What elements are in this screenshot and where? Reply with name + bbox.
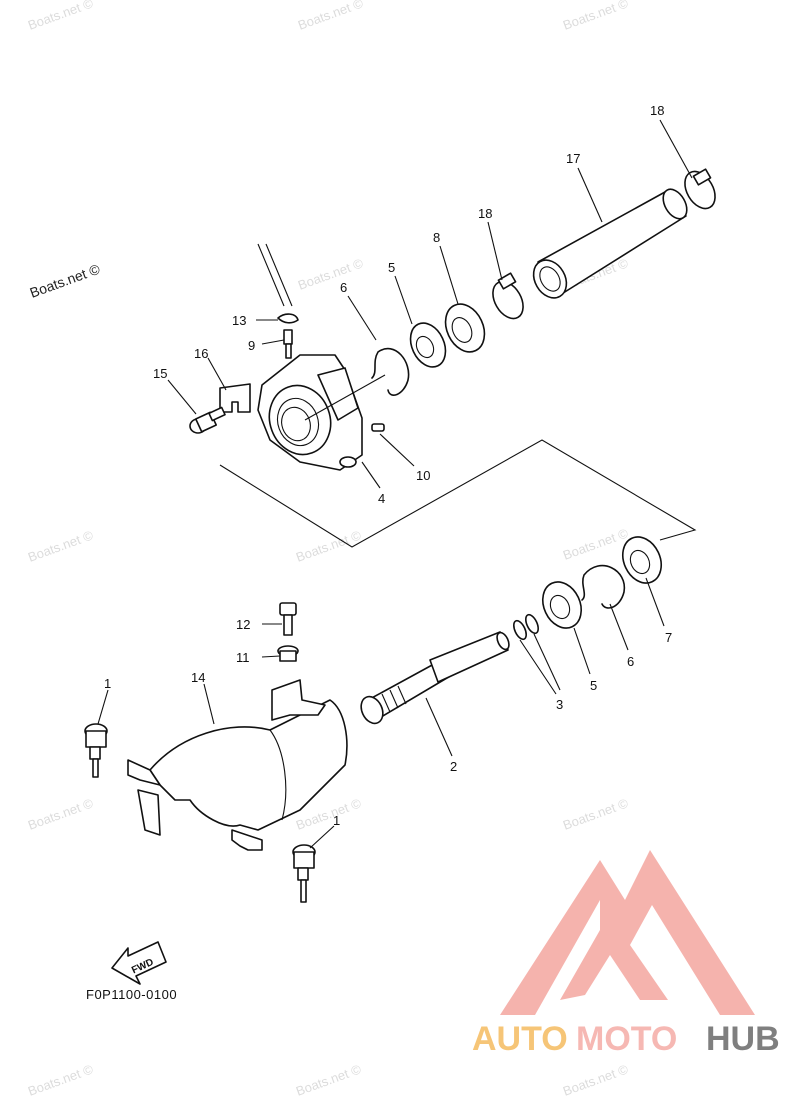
watermark: Boats.net ©	[296, 255, 366, 293]
grommet-part-1-right	[292, 844, 316, 903]
assembly-frame	[219, 439, 697, 548]
callout-11: 11	[236, 650, 250, 665]
clamp-part-18-top	[684, 168, 716, 210]
diagram-code: F0P1100-0100	[86, 987, 177, 1002]
watermark: Boats.net ©	[561, 795, 631, 833]
callout-8: 8	[433, 230, 440, 245]
bolt-part-12	[279, 602, 297, 636]
grommet-part-1-left	[84, 723, 108, 778]
callout-17: 17	[566, 151, 580, 166]
callout-18: 18	[478, 206, 492, 221]
callout-18: 18	[650, 103, 664, 118]
callout-2: 2	[450, 759, 457, 774]
axis-line	[304, 374, 386, 421]
watermark: Boats.net ©	[26, 795, 96, 833]
bearing-part-7	[621, 536, 663, 584]
watermark: Boats.net ©	[28, 260, 103, 300]
callout-13: 13	[232, 313, 246, 328]
watermark: Boats.net ©	[561, 0, 631, 33]
brand-hub: HUB	[706, 1020, 780, 1058]
oring-part-3b	[525, 613, 539, 635]
cover-part-14	[127, 679, 348, 851]
pin-part-10	[371, 423, 385, 432]
watermark: Boats.net ©	[26, 0, 96, 33]
callout-6: 6	[627, 654, 634, 669]
watermark: Boats.net ©	[561, 1061, 631, 1099]
callout-9: 9	[248, 338, 255, 353]
callout-1: 1	[333, 813, 340, 828]
callout-14: 14	[191, 670, 205, 685]
watermark: Boats.net ©	[26, 1061, 96, 1099]
circlip-part-6-lower	[581, 564, 626, 609]
callouts: 18 17 18 8 5 6 13 9 16 15 10 4 7 6 5 3 2…	[104, 103, 672, 828]
callout-10: 10	[416, 468, 430, 483]
watermark: Boats.net ©	[561, 525, 631, 563]
oring-part-3a	[513, 619, 527, 641]
clamp-part-18-mid	[492, 272, 524, 320]
collar-part-11	[277, 645, 299, 662]
watermark: Boats.net ©	[296, 0, 366, 33]
bearing-part-8	[444, 303, 486, 353]
callout-5: 5	[388, 260, 395, 275]
bolt-part-15	[189, 406, 226, 434]
circlip-part-6-upper	[371, 347, 410, 396]
clip-part-13	[277, 313, 299, 324]
callout-12: 12	[236, 617, 250, 632]
bearing-part-5-lower	[541, 581, 583, 629]
automotohub-logo: AUTO MOTO HUB	[472, 850, 780, 1058]
brand-auto: AUTO	[472, 1020, 568, 1058]
housing-part-4	[257, 354, 363, 471]
leader-lines	[97, 119, 693, 849]
callout-1: 1	[104, 676, 111, 691]
callout-6: 6	[340, 280, 347, 295]
shaft-part-2	[360, 631, 510, 725]
fwd-arrow-icon: FWD	[111, 941, 167, 985]
brand-moto: MOTO	[576, 1020, 677, 1058]
bearing-part-5-upper	[409, 322, 447, 368]
watermarks: Boats.net © Boats.net © Boats.net © Boat…	[26, 0, 631, 1099]
callout-3: 3	[556, 697, 563, 712]
callout-7: 7	[665, 630, 672, 645]
watermark: Boats.net ©	[26, 527, 96, 565]
callout-4: 4	[378, 491, 385, 506]
bolt-part-9	[283, 329, 293, 359]
callout-5: 5	[590, 678, 597, 693]
callout-16: 16	[194, 346, 208, 361]
hose-line	[257, 243, 293, 307]
watermark: Boats.net ©	[294, 1061, 364, 1099]
callout-15: 15	[153, 366, 167, 381]
hose-part-17	[532, 188, 688, 299]
